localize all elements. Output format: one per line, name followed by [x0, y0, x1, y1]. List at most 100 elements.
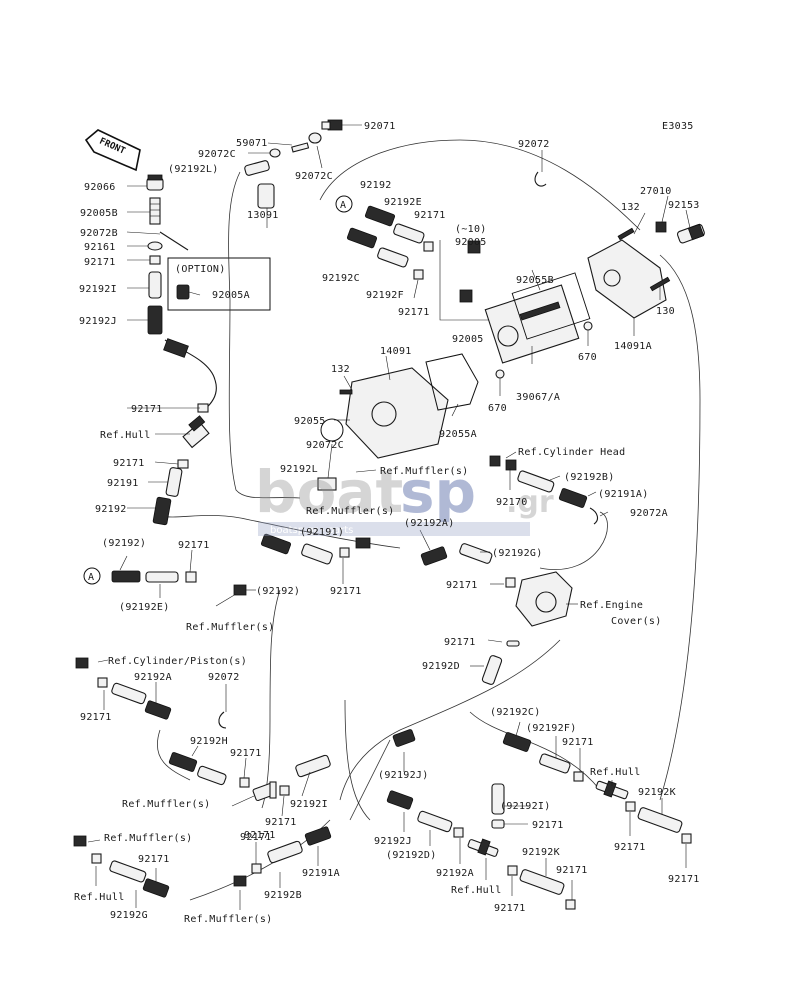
clip-92072-low: [218, 711, 227, 729]
part-label: 92192B: [264, 890, 302, 901]
nipple-ref-muffler-a: [73, 835, 87, 847]
hose-92192l-top: [244, 160, 270, 176]
clamp-92171-q: [507, 865, 518, 876]
clip-92072-top: [534, 171, 547, 187]
oring-670-a: [583, 321, 593, 331]
part-label: 39067/A: [516, 392, 560, 403]
nipple-92071: [321, 119, 343, 131]
nipple-ref-cylinder-head: [505, 459, 517, 471]
nipple-ref-muffler-b: [233, 875, 247, 887]
washer-92161: [147, 241, 163, 251]
part-label: Ref.Muffler(s): [380, 466, 469, 477]
cover-plate-92055b: [484, 284, 580, 364]
part-label: 92171: [80, 712, 112, 723]
part-label: 92072B: [80, 228, 118, 239]
part-label: 92005: [455, 237, 487, 248]
part-label: (92192F): [526, 723, 577, 734]
watermark-suffix: .gr: [506, 485, 554, 520]
spring-92191a: [558, 488, 588, 508]
clamp-92171-n: [251, 863, 262, 874]
part-label: Ref.Hull: [451, 885, 502, 896]
spring-92192c-low: [502, 732, 532, 752]
part-label: (92192C): [490, 707, 541, 718]
part-label: (~10): [455, 224, 487, 235]
part-label: 92171: [414, 210, 446, 221]
hose-92192b-low: [267, 840, 303, 864]
part-label: 92192D: [422, 661, 460, 672]
tee-fitting-ref-muffler: [252, 781, 277, 802]
part-label: 92192I: [79, 284, 117, 295]
part-label: 92192A: [436, 868, 474, 879]
part-label: Ref.Engine: [580, 600, 643, 611]
muffler-fitting-a: [233, 584, 247, 596]
hose-92192f: [377, 247, 409, 268]
hose-92192a-low: [111, 682, 147, 705]
part-label: 13091: [247, 210, 279, 221]
part-label: 130: [656, 306, 675, 317]
bolt-132-top: [617, 227, 635, 241]
part-label: 92192E: [384, 197, 422, 208]
part-label: 92171: [113, 458, 145, 469]
hose-92192h: [197, 765, 227, 786]
oring-670-b: [495, 369, 505, 379]
part-label: 92171: [244, 830, 276, 841]
part-label: Ref.Muffler(s): [306, 506, 395, 517]
part-label: 92192G: [110, 910, 148, 921]
part-label: (92192I): [500, 801, 551, 812]
part-label: 92192H: [190, 736, 228, 747]
spring-92191a-low: [304, 826, 332, 846]
spring-92192-mid: [260, 533, 292, 555]
part-label: 92005B: [80, 208, 118, 219]
part-label: 92192L: [280, 464, 318, 475]
part-label: 92192K: [638, 787, 676, 798]
part-label: 132: [331, 364, 350, 375]
part-label: 92170: [496, 497, 528, 508]
cap-92066: [146, 174, 164, 191]
part-label: (92191): [300, 527, 344, 538]
clamp-92171-e: [423, 241, 434, 252]
part-label: 92072C: [295, 171, 333, 182]
hose-92192d: [481, 655, 503, 685]
spring-92192a-bottom: [142, 878, 170, 898]
part-label: 92066: [84, 182, 116, 193]
part-label: 92171: [131, 404, 163, 415]
nipple-27010: [655, 221, 667, 233]
hose-92192k-right: [637, 807, 683, 833]
part-label: 92192J: [79, 316, 117, 327]
nipple-92005-bottom: [459, 289, 473, 303]
part-label: (92192E): [119, 602, 170, 613]
part-label: (92192): [102, 538, 146, 549]
gasket-92055a: [425, 353, 479, 411]
marker-a-left: A: [83, 567, 101, 585]
part-label: Ref.Cylinder/Piston(s): [108, 656, 247, 667]
clamp-92171-s: [573, 771, 584, 782]
clip-92072b: [159, 231, 189, 251]
part-label: (92192B): [564, 472, 615, 483]
clamp-92171-f: [413, 269, 424, 280]
watermark-main-b: sp: [400, 458, 476, 526]
part-label: 92171: [178, 540, 210, 551]
hose-92192g-low: [109, 860, 147, 883]
watermark-sub: boatsp.gr - parts: [270, 525, 353, 536]
part-label: (92192G): [492, 548, 543, 559]
spring-92192a-low: [144, 700, 172, 720]
bolt-130: [649, 276, 671, 292]
spring-92192j: [147, 305, 163, 335]
part-label: 92072C: [198, 149, 236, 160]
watermark-main-a: boat: [255, 458, 403, 526]
part-label: 92171: [556, 865, 588, 876]
part-label: 14091A: [614, 341, 652, 352]
clamp-92171-p: [491, 819, 505, 829]
nipple-ref-cylinder-piston: [75, 657, 89, 669]
clamp-92171-c: [177, 459, 189, 469]
part-label: Ref.Muffler(s): [104, 833, 193, 844]
part-label: 92192C: [322, 273, 360, 284]
clip-92072c-mid: [317, 477, 337, 491]
part-label: 92072: [208, 672, 240, 683]
svg-text:A: A: [88, 572, 94, 583]
part-label: 92161: [84, 242, 116, 253]
oring-92055: [320, 418, 344, 442]
hose-92192f-low: [539, 753, 571, 774]
part-label: 92171: [562, 737, 594, 748]
clamp-92171-m: [91, 853, 102, 864]
